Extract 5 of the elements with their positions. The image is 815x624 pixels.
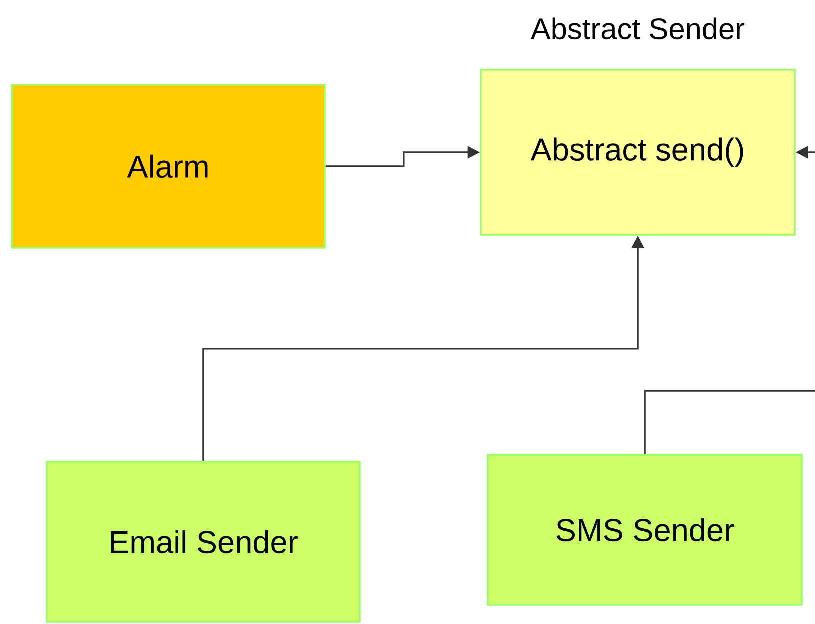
heading: Abstract Sender bbox=[530, 18, 745, 40]
process-box: Email Sender bbox=[46, 461, 361, 623]
process-box: SMS Sender bbox=[487, 454, 803, 606]
process-box: Alarm bbox=[11, 84, 326, 249]
class-box: Abstract send() bbox=[480, 69, 796, 236]
